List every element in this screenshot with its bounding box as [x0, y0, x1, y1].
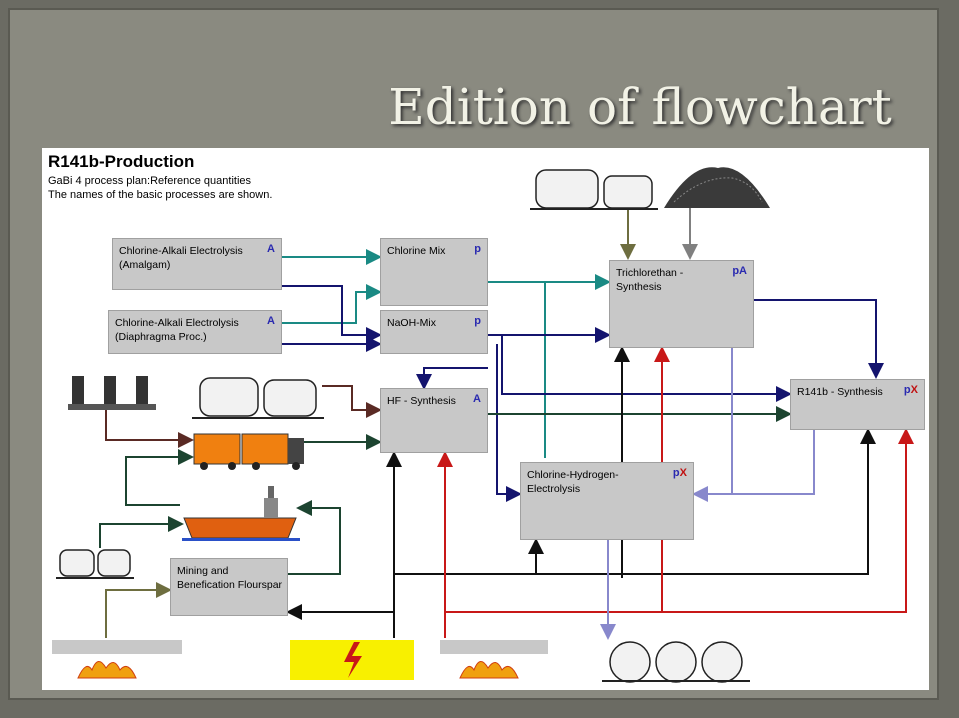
ship-icon	[182, 486, 300, 541]
process-label: Trichlorethan - Synthesis	[616, 267, 684, 293]
flow-dg-ship-truck	[125, 449, 194, 506]
process-label: Mining and Benefication Flourspar	[177, 565, 283, 591]
process-label: HF - Synthesis	[387, 395, 456, 407]
truck-icon	[193, 433, 304, 470]
process-chlorine-hydrogen-electrolysis[interactable]: Chlorine-Hydrogen- Electrolysis pX	[520, 462, 694, 540]
gravel-pile-icon	[664, 167, 770, 208]
process-label: Chlorine-Hydrogen- Electrolysis	[527, 469, 619, 495]
process-tag: A	[473, 393, 481, 405]
process-tag: A	[267, 243, 275, 255]
flame-icon	[77, 661, 137, 679]
process-chlorine-mix[interactable]: Chlorine Mix p	[380, 238, 488, 306]
process-cae-amalgam[interactable]: Chlorine-Alkali Electrolysis (Amalgam) A	[112, 238, 282, 290]
flow-olive-flame-mining	[105, 582, 172, 638]
process-tag: pX	[672, 467, 687, 479]
process-label: NaOH-Mix	[387, 317, 436, 329]
diagram-canvas: R141b-Production GaBi 4 process plan:Ref…	[42, 148, 929, 690]
process-label: Chlorine-Alkali Electrolysis (Diaphragma…	[115, 317, 239, 343]
process-tag: pX	[903, 384, 918, 396]
bottom-bar-left	[52, 640, 182, 654]
diagram-subtitle-line2: The names of the basic processes are sho…	[48, 189, 273, 201]
small-tanks-icon	[56, 549, 134, 579]
flow-dg-tanks-ship	[99, 516, 184, 548]
process-hf-synthesis[interactable]: HF - Synthesis A	[380, 388, 488, 453]
diagram-subtitle-line1: GaBi 4 process plan:Reference quantities	[48, 175, 252, 187]
flow-navy-naoh-che	[496, 344, 522, 502]
process-label: Chlorine Mix	[387, 245, 446, 257]
flow-teal-diaphragma-chlorinemix	[282, 284, 382, 324]
spherical-tanks-icon	[602, 641, 750, 683]
bottom-bar-mid	[440, 640, 548, 654]
flow-brown-tanks-hf	[322, 385, 382, 418]
process-mining-benefication[interactable]: Mining and Benefication Flourspar	[170, 558, 288, 616]
flow-navy-naoh-hf	[416, 367, 488, 390]
flow-navy-naoh-r141b	[501, 335, 792, 402]
electricity-icon	[290, 640, 414, 680]
process-cae-diaphragma[interactable]: Chlorine-Alkali Electrolysis (Diaphragma…	[108, 310, 282, 354]
flow-lav-trichlorethan-che	[692, 348, 733, 502]
diagram-title: R141b-Production	[48, 152, 195, 171]
process-label: Chlorine-Alkali Electrolysis (Amalgam)	[119, 245, 243, 271]
flow-red-bus	[445, 428, 914, 613]
flow-dg-mining-ship	[288, 500, 341, 575]
process-tag: pA	[732, 265, 747, 277]
process-tag: p	[474, 243, 481, 255]
fuel-pumps-icon	[68, 376, 156, 410]
process-trichlorethan-synthesis[interactable]: Trichlorethan - Synthesis pA	[609, 260, 754, 348]
flame-icon-2	[459, 661, 519, 679]
flow-navy-trichlorethan-r141b	[754, 299, 884, 379]
process-tag: p	[474, 315, 481, 327]
storage-tanks-icon	[530, 169, 658, 210]
process-r141b-synthesis[interactable]: R141b - Synthesis pX	[790, 379, 925, 430]
slide-title: Edition of flowchart	[388, 78, 892, 136]
flow-black-bus	[394, 428, 876, 575]
flow-lav-r141b-che	[732, 430, 815, 495]
storage-tanks-mid-icon	[192, 377, 324, 419]
flow-brown-pumps-truck	[105, 410, 194, 448]
flow-navy-amalgam-naoh	[282, 285, 382, 343]
process-label: R141b - Synthesis	[797, 386, 883, 398]
process-naoh-mix[interactable]: NaOH-Mix p	[380, 310, 488, 354]
process-tag: A	[267, 315, 275, 327]
